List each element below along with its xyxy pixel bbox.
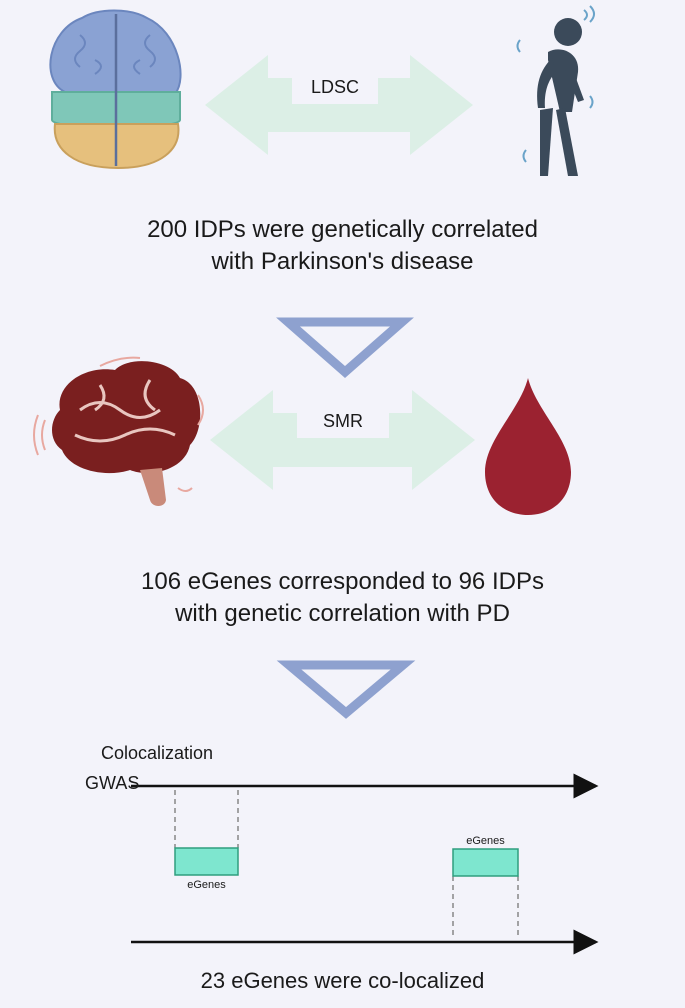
- colocalization-title: Colocalization: [101, 743, 214, 763]
- method-label-ldsc: LDSC: [310, 77, 359, 97]
- result-text-1-line2: with Parkinson's disease: [211, 248, 474, 275]
- egene-box-1: [174, 847, 239, 876]
- gwas-label: GWAS: [85, 773, 140, 793]
- result-text-2-line2: with genetic correlation with PD: [175, 600, 510, 627]
- blood-drop-icon: [485, 378, 571, 515]
- down-triangle-1: [276, 317, 414, 378]
- down-triangle-2: [276, 660, 416, 719]
- double-arrow-smr: [210, 390, 475, 490]
- brain-regions-icon: [49, 9, 182, 170]
- method-label-bg-1: [292, 74, 378, 104]
- result-text-2-line1: 106 eGenes corresponded to 96 IDPs: [141, 568, 544, 595]
- egene-box-2: [452, 848, 519, 877]
- double-arrow-ldsc: [205, 55, 473, 155]
- method-label-bg-2: [297, 408, 389, 438]
- egene-label-2: eGenes: [466, 835, 505, 847]
- brain-icon: [33, 356, 204, 506]
- result-text-1-line1: 200 IDPs were genetically correlated: [147, 216, 538, 243]
- method-label-smr: SMR: [323, 411, 363, 431]
- egene-label-1: eGenes: [187, 879, 226, 891]
- colocalization-result: 23 eGenes were co-localized: [200, 968, 485, 993]
- parkinson-patient-icon: [516, 5, 595, 176]
